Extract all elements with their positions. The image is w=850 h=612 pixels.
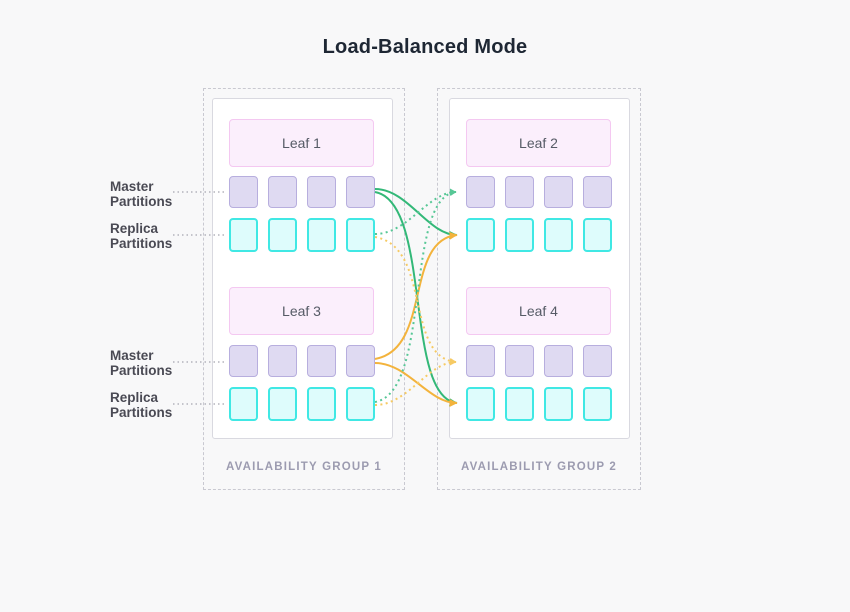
replica-partition bbox=[346, 387, 375, 421]
replica-partition bbox=[268, 218, 297, 252]
leaf-4-label: Leaf 4 bbox=[519, 303, 558, 319]
leaf-4-card: Leaf 4 bbox=[466, 287, 611, 335]
replica-partition bbox=[229, 387, 258, 421]
leaf-1-label: Leaf 1 bbox=[282, 135, 321, 151]
master-partition bbox=[229, 176, 258, 208]
leaf-2-label: Leaf 2 bbox=[519, 135, 558, 151]
leaf-2-card: Leaf 2 bbox=[466, 119, 611, 167]
master-partition bbox=[583, 176, 612, 208]
replica-partition bbox=[466, 218, 495, 252]
leaf-1-master-partitions-label: Master Partitions bbox=[110, 179, 173, 210]
leaf-1-master-partitions-row bbox=[229, 176, 375, 208]
master-partition bbox=[544, 176, 573, 208]
leaf-3-master-partitions-row bbox=[229, 345, 375, 377]
leaf-1-replica-partitions-label: Replica Partitions bbox=[110, 221, 173, 252]
replica-partition bbox=[346, 218, 375, 252]
leaf-3-label: Leaf 3 bbox=[282, 303, 321, 319]
leaf-1-replica-partitions-row bbox=[229, 218, 375, 252]
replica-partition bbox=[505, 387, 534, 421]
master-partition bbox=[466, 345, 495, 377]
replica-partition bbox=[544, 218, 573, 252]
replica-partition bbox=[307, 218, 336, 252]
leaf-3-master-partitions-label: Master Partitions bbox=[110, 348, 173, 379]
leaf-3-replica-partitions-label: Replica Partitions bbox=[110, 390, 173, 421]
replica-partition bbox=[307, 387, 336, 421]
master-partition bbox=[307, 345, 336, 377]
replica-partition bbox=[466, 387, 495, 421]
master-partition bbox=[466, 176, 495, 208]
replica-partition bbox=[583, 387, 612, 421]
leaf-3-card: Leaf 3 bbox=[229, 287, 374, 335]
master-partition bbox=[346, 345, 375, 377]
availability-group-2-label: AVAILABILITY GROUP 2 bbox=[460, 461, 618, 473]
leaf-4-replica-partitions-row bbox=[466, 387, 612, 421]
master-partition bbox=[583, 345, 612, 377]
master-partition bbox=[505, 345, 534, 377]
master-partition bbox=[268, 345, 297, 377]
replica-partition bbox=[544, 387, 573, 421]
replica-partition bbox=[229, 218, 258, 252]
master-partition bbox=[346, 176, 375, 208]
leaf-1-card: Leaf 1 bbox=[229, 119, 374, 167]
availability-group-1-label: AVAILABILITY GROUP 1 bbox=[225, 461, 383, 473]
replica-partition bbox=[583, 218, 612, 252]
diagram-title: Load-Balanced Mode bbox=[322, 36, 528, 58]
leaf-4-master-partitions-row bbox=[466, 345, 612, 377]
master-partition bbox=[268, 176, 297, 208]
master-partition bbox=[505, 176, 534, 208]
leaf-3-replica-partitions-row bbox=[229, 387, 375, 421]
replica-partition bbox=[505, 218, 534, 252]
leaf-2-master-partitions-row bbox=[466, 176, 612, 208]
master-partition bbox=[307, 176, 336, 208]
master-partition bbox=[229, 345, 258, 377]
master-partition bbox=[544, 345, 573, 377]
leaf-2-replica-partitions-row bbox=[466, 218, 612, 252]
replica-partition bbox=[268, 387, 297, 421]
